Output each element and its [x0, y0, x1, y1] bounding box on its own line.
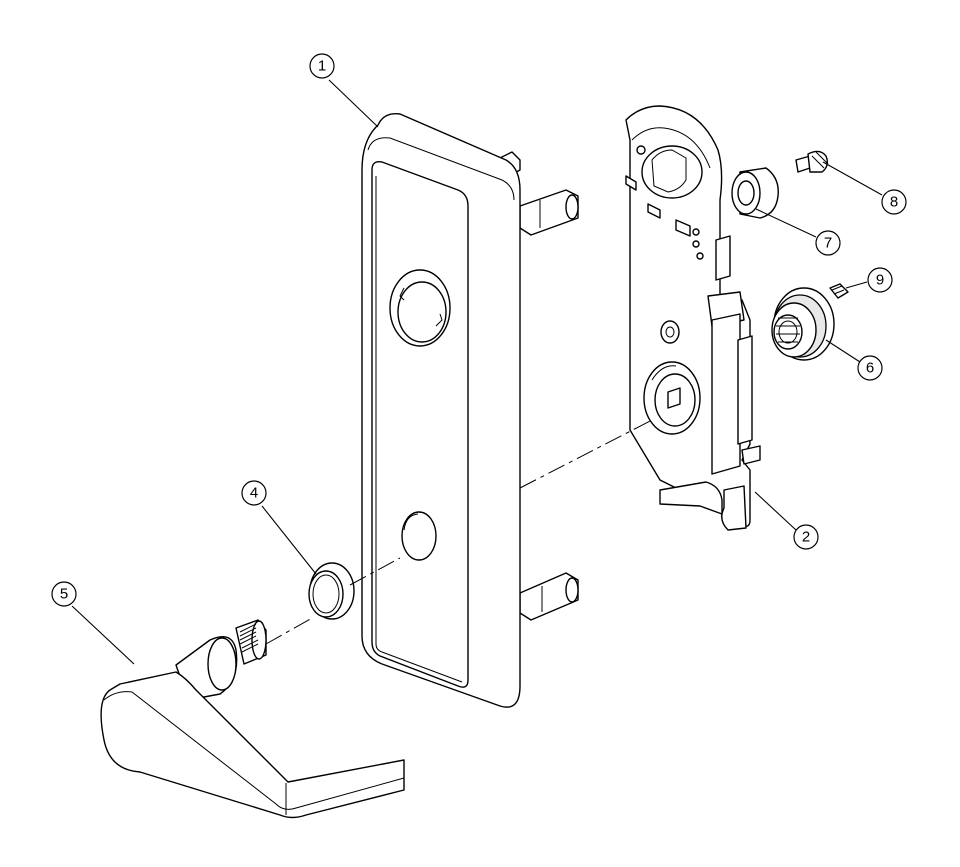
- chassis-assembly: [625, 105, 761, 531]
- callout-1: 1: [309, 53, 335, 79]
- collar-ring: [308, 562, 355, 620]
- mounting-stud-lower: [519, 572, 579, 621]
- cylinder-nut: [771, 287, 835, 361]
- callout-5-label: 5: [60, 586, 68, 603]
- callout-4: 4: [241, 480, 267, 506]
- set-screw: [829, 283, 849, 299]
- mounting-stud-upper: [519, 189, 579, 236]
- centerline-lever: [519, 419, 653, 489]
- leader-8: [822, 161, 883, 196]
- callout-9-label: 9: [876, 272, 884, 289]
- callout-9: 9: [867, 267, 893, 293]
- callout-7: 7: [815, 230, 841, 256]
- callout-7-label: 7: [824, 235, 832, 252]
- callout-6-label: 6: [866, 360, 874, 377]
- leader-2: [754, 491, 797, 531]
- callout-2-label: 2: [802, 529, 810, 546]
- centerline-spindle: [265, 617, 313, 645]
- callout-1-label: 1: [318, 58, 326, 75]
- centerline-collar: [349, 557, 401, 586]
- callout-6: 6: [857, 355, 883, 381]
- callout-2: 2: [793, 524, 819, 550]
- callout-8: 8: [881, 189, 907, 215]
- plate-hub-opening: [389, 269, 451, 347]
- leader-6: [825, 339, 861, 363]
- mounting-screw: [795, 150, 829, 173]
- spacer-bushing: [731, 167, 779, 219]
- lever-handle: [100, 619, 405, 819]
- plate-cylinder-hole: [401, 511, 437, 561]
- leader-5: [71, 605, 135, 665]
- escutcheon-plate: [361, 113, 579, 708]
- leader-4: [261, 505, 317, 575]
- leader-9: [845, 281, 868, 289]
- leader-1: [328, 79, 379, 128]
- chassis-hub: [643, 361, 701, 435]
- callout-5: 5: [51, 581, 77, 607]
- callout-4-label: 4: [250, 485, 258, 502]
- callout-8-label: 8: [890, 194, 898, 211]
- leader-7: [755, 208, 817, 238]
